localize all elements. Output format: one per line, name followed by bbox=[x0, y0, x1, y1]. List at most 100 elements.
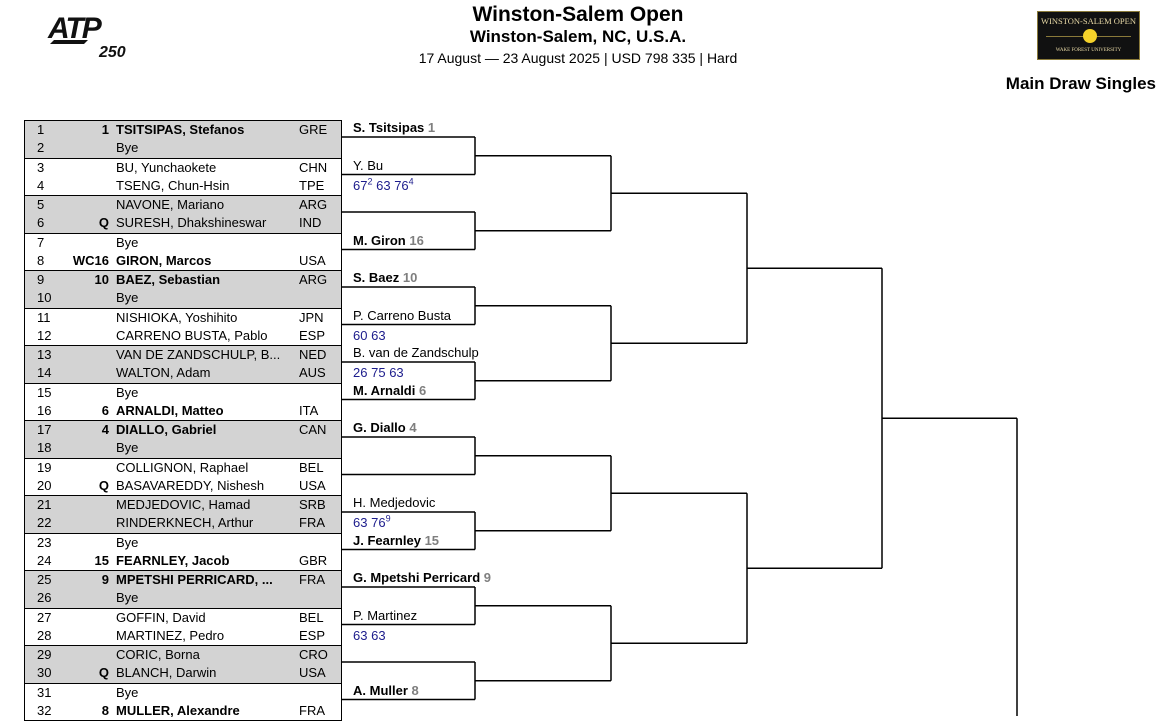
player-country: CAN bbox=[299, 422, 327, 437]
draw-position: 28 bbox=[37, 627, 52, 643]
player-seed: WC16 bbox=[72, 252, 109, 268]
draw-position: 10 bbox=[37, 290, 52, 305]
player-seed: 4 bbox=[101, 422, 109, 437]
round1-winner: B. van de Zandschulp bbox=[353, 345, 479, 361]
winner-name: M. Arnaldi bbox=[353, 382, 416, 398]
player-name: Bye bbox=[116, 590, 139, 605]
winner-seed: 9 bbox=[483, 570, 492, 585]
winner-name: A. Muller bbox=[353, 682, 408, 698]
player-name: Bye bbox=[116, 234, 139, 250]
winner-name: S. Baez bbox=[353, 270, 400, 285]
player-country: NED bbox=[299, 347, 327, 362]
player-name: DIALLO, Gabriel bbox=[116, 422, 217, 437]
match-score: 26 75 63 bbox=[353, 365, 404, 381]
match-score: 63 63 bbox=[353, 628, 386, 644]
atp-logo-level: 250 bbox=[98, 44, 126, 61]
round1-winner: M. Giron 16 bbox=[353, 233, 424, 249]
tiebreak-score: 2 bbox=[367, 176, 373, 187]
player-name: BU, Yunchaokete bbox=[116, 159, 217, 175]
player-country: BEL bbox=[299, 609, 324, 625]
player-name: Bye bbox=[116, 534, 139, 550]
player-name: VAN DE ZANDSCHULP, B... bbox=[116, 347, 281, 362]
draw-position: 1 bbox=[37, 122, 45, 137]
player-seed: 1 bbox=[101, 122, 109, 137]
winner-name: J. Fearnley bbox=[353, 532, 421, 548]
match-score: 60 63 bbox=[353, 328, 386, 344]
round1-winner: S. Baez 10 bbox=[353, 270, 417, 286]
player-name: Bye bbox=[116, 290, 139, 305]
winner-seed: 6 bbox=[418, 382, 427, 398]
player-seed: Q bbox=[98, 215, 109, 230]
player-seed: 6 bbox=[101, 402, 109, 418]
draw-position: 18 bbox=[37, 440, 52, 455]
set-score: 75 bbox=[371, 365, 386, 380]
tennis-ball-icon bbox=[1083, 29, 1097, 43]
set-score: 67 bbox=[353, 177, 368, 193]
player-name: BAEZ, Sebastian bbox=[116, 272, 221, 287]
match-score: 63 769 bbox=[353, 514, 391, 531]
player-country: FRA bbox=[299, 515, 325, 530]
player-name: BASAVAREDDY, Nishesh bbox=[116, 477, 265, 493]
draw-position: 17 bbox=[37, 422, 52, 437]
draw-position: 13 bbox=[37, 347, 52, 362]
player-country: FRA bbox=[299, 702, 325, 718]
draw-position: 25 bbox=[37, 572, 52, 587]
player-country: CHN bbox=[299, 159, 328, 175]
draw-position: 32 bbox=[37, 702, 52, 718]
player-seed: 15 bbox=[94, 552, 109, 568]
logo-sub-text: WAKE FOREST UNIVERSITY bbox=[1055, 48, 1122, 53]
player-name: CARRENO BUSTA, Pablo bbox=[116, 327, 268, 343]
draw-position: 3 bbox=[37, 159, 45, 175]
player-name: SURESH, Dhakshineswar bbox=[116, 215, 267, 230]
round1-winner: S. Tsitsipas 1 bbox=[353, 120, 435, 136]
player-country: BEL bbox=[299, 459, 324, 475]
winner-seed: 1 bbox=[427, 120, 436, 135]
set-score: 63 bbox=[353, 515, 368, 530]
player-country: FRA bbox=[299, 572, 325, 587]
draw-position: 20 bbox=[37, 477, 52, 493]
player-seed: Q bbox=[98, 665, 109, 680]
tiebreak-score: 4 bbox=[408, 176, 414, 187]
round1-winner: Y. Bu bbox=[353, 158, 383, 174]
winner-name: G. Diallo bbox=[353, 420, 406, 435]
winner-name: S. Tsitsipas bbox=[353, 120, 425, 135]
player-name: GOFFIN, David bbox=[116, 609, 206, 625]
player-name: BLANCH, Darwin bbox=[116, 665, 217, 680]
draw-position: 31 bbox=[37, 684, 52, 700]
winner-name: Y. Bu bbox=[353, 157, 384, 173]
draw-position: 11 bbox=[37, 309, 51, 325]
draw-position: 12 bbox=[37, 327, 52, 343]
atp-250-logo: ATP 250 bbox=[47, 12, 126, 61]
player-seed: 9 bbox=[101, 572, 109, 587]
winner-seed: 4 bbox=[409, 420, 417, 435]
tournament-logo: WINSTON-SALEM OPEN WAKE FOREST UNIVERSIT… bbox=[1037, 11, 1140, 60]
round1-winner: J. Fearnley 15 bbox=[353, 533, 439, 549]
set-score: 63 bbox=[371, 627, 386, 643]
draw-position: 2 bbox=[37, 140, 45, 155]
player-name: FEARNLEY, Jacob bbox=[116, 552, 230, 568]
draw-position: 5 bbox=[37, 197, 45, 212]
set-score: 76 bbox=[371, 515, 386, 530]
match-score: 672 63 764 bbox=[353, 176, 414, 194]
winner-seed: 15 bbox=[424, 532, 440, 548]
winner-seed: 16 bbox=[409, 232, 424, 248]
player-name: Bye bbox=[116, 684, 139, 700]
winner-name: P. Martinez bbox=[353, 607, 418, 623]
